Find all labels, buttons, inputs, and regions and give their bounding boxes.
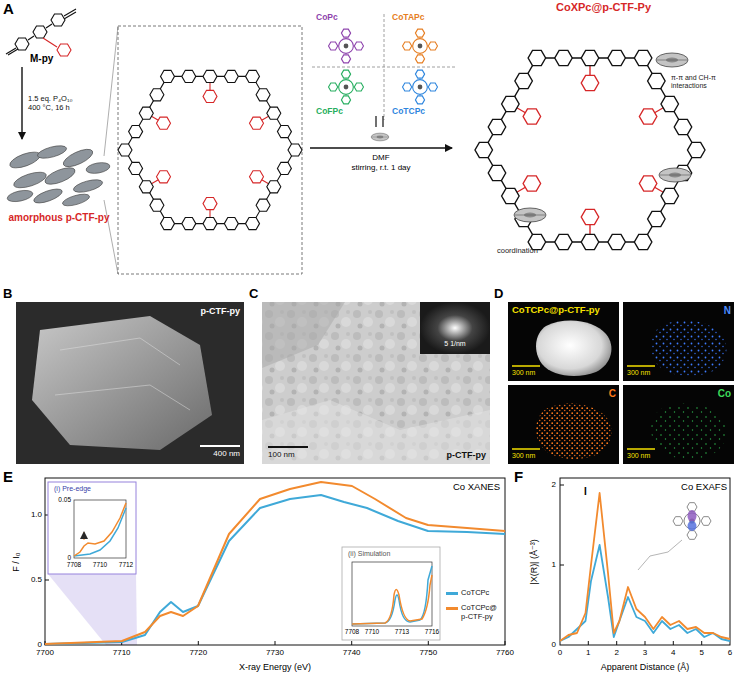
loading-arrow [310, 116, 452, 148]
zoom-lines [104, 26, 302, 274]
tick-label: 0 [67, 554, 71, 561]
node-text: CoTCPc [392, 107, 425, 117]
chart-title: Co XANES [453, 482, 500, 493]
interaction-note: π-π and CH-π interactions [670, 74, 736, 90]
tick-label: 2 [552, 480, 556, 489]
panel-letter: C [249, 287, 258, 302]
exafs-chart [560, 478, 730, 645]
tick-label: 7730 [266, 648, 284, 657]
axis-title: Apparent Distance (Å) [601, 662, 690, 672]
tick-label: 7710 [93, 561, 107, 568]
tick-label: 6 [728, 648, 732, 657]
monomer-structure [6, 9, 76, 56]
tick-label: 2 [614, 648, 618, 657]
inset-title: (i) Pre-edge [54, 485, 91, 493]
tick-label: 0.05 [58, 496, 71, 503]
element-label: Co [718, 388, 731, 400]
tick-label: 1.0 [31, 510, 42, 519]
image-label: CoTCPc@p-CTF-py [512, 305, 600, 316]
tick-label: 7713 [395, 628, 409, 635]
panel-letter: B [3, 287, 12, 302]
node-text: CoTAPc [392, 13, 424, 23]
tick-label: 7712 [119, 561, 133, 568]
image-label: p-CTF-py [447, 450, 487, 460]
tick-label: 7708 [67, 561, 81, 568]
tick-label: 7740 [343, 648, 361, 657]
phthalocyanine-name: CoFPc [316, 107, 343, 117]
node-text: M-py [30, 53, 53, 65]
product-node: CoXPc@p-CTF-Py [556, 1, 651, 14]
phthalocyanine-name: CoPc [316, 13, 338, 23]
tick-label: 7750 [419, 648, 437, 657]
panel-letter: A [3, 0, 14, 17]
tick-label: 7720 [189, 648, 207, 657]
tick-label: 7760 [496, 648, 514, 657]
condition-text: stirring, r.t. 1 day [351, 163, 410, 172]
tick-label: 1 [586, 648, 590, 657]
interaction-note: coordination [497, 247, 538, 256]
phthalocyanine-name: CoTCPc [392, 107, 425, 117]
element-label: N [724, 305, 731, 317]
panel-letter: E [3, 468, 13, 485]
xanes-chart [45, 478, 505, 645]
tick-label: 3 [643, 648, 647, 657]
tick-label: 7700 [36, 648, 54, 657]
scale-label: 300 nm [512, 369, 535, 377]
scale-label: 5 1/nm [444, 340, 465, 348]
scale-label: 100 nm [268, 450, 295, 459]
framework-structure [118, 70, 302, 229]
image-label: p-CTF-py [201, 306, 241, 316]
inset-title: (ii) Simulation [348, 550, 390, 558]
monomer-node: M-py [4, 2, 100, 66]
axis-title: F / I₀ [11, 552, 21, 571]
reaction-arrow [21, 67, 22, 139]
phthalocyanine-quadrants [312, 14, 456, 120]
tick-label: 0 [558, 648, 562, 657]
tick-label: 7716 [425, 628, 439, 635]
polymer-node: amorphous p-CTF-py [2, 140, 116, 224]
tick-label: 1 [552, 560, 556, 569]
tick-label: 7710 [365, 628, 379, 635]
condition-text: 1.5 eq. P₄O₁₀ 400 °C, 16 h [28, 94, 86, 112]
chart-title: Co EXAFS [681, 482, 727, 493]
scale-label: 300 nm [627, 452, 650, 460]
scale-label: 300 nm [627, 369, 650, 377]
phthalocyanine-name: CoTAPc [392, 13, 424, 23]
panel-letter: D [494, 287, 503, 302]
legend-text: CoTCPc [461, 588, 505, 597]
tick-label: 7710 [113, 648, 131, 657]
tick-label: 5 [699, 648, 703, 657]
sem-image [16, 302, 244, 464]
eds-mapping [508, 302, 734, 464]
axis-title: X-ray Energy (eV) [239, 662, 311, 672]
legend-swatch [446, 592, 458, 595]
node-text: CoXPc@p-CTF-Py [556, 1, 651, 14]
amorphous-flakes [6, 143, 110, 208]
condition-text: DMF [372, 153, 389, 162]
tick-label: 0 [552, 640, 556, 649]
node-text: amorphous p-CTF-py [2, 212, 116, 224]
legend-entry: CoTCPc@ p-CTF-py [446, 603, 505, 621]
axis-title: |X(R)| (Å⁻³) [529, 539, 539, 584]
scale-label: 300 nm [512, 452, 535, 460]
peak-label: I [584, 486, 587, 498]
element-label: C [609, 388, 616, 400]
scale-label: 400 nm [213, 449, 240, 458]
tick-label: 4 [671, 648, 675, 657]
legend-text: CoTCPc@ p-CTF-py [461, 603, 505, 621]
tick-label: 0.5 [31, 575, 42, 584]
loaded-phthalocyanine [514, 53, 691, 222]
node-text: CoPc [316, 13, 338, 23]
panel-letter: F [514, 468, 523, 485]
legend-swatch [446, 607, 458, 610]
node-text: CoFPc [316, 107, 343, 117]
tem-image [262, 302, 490, 464]
legend-entry: CoTCPc [446, 588, 505, 597]
tick-label: 7708 [345, 628, 359, 635]
